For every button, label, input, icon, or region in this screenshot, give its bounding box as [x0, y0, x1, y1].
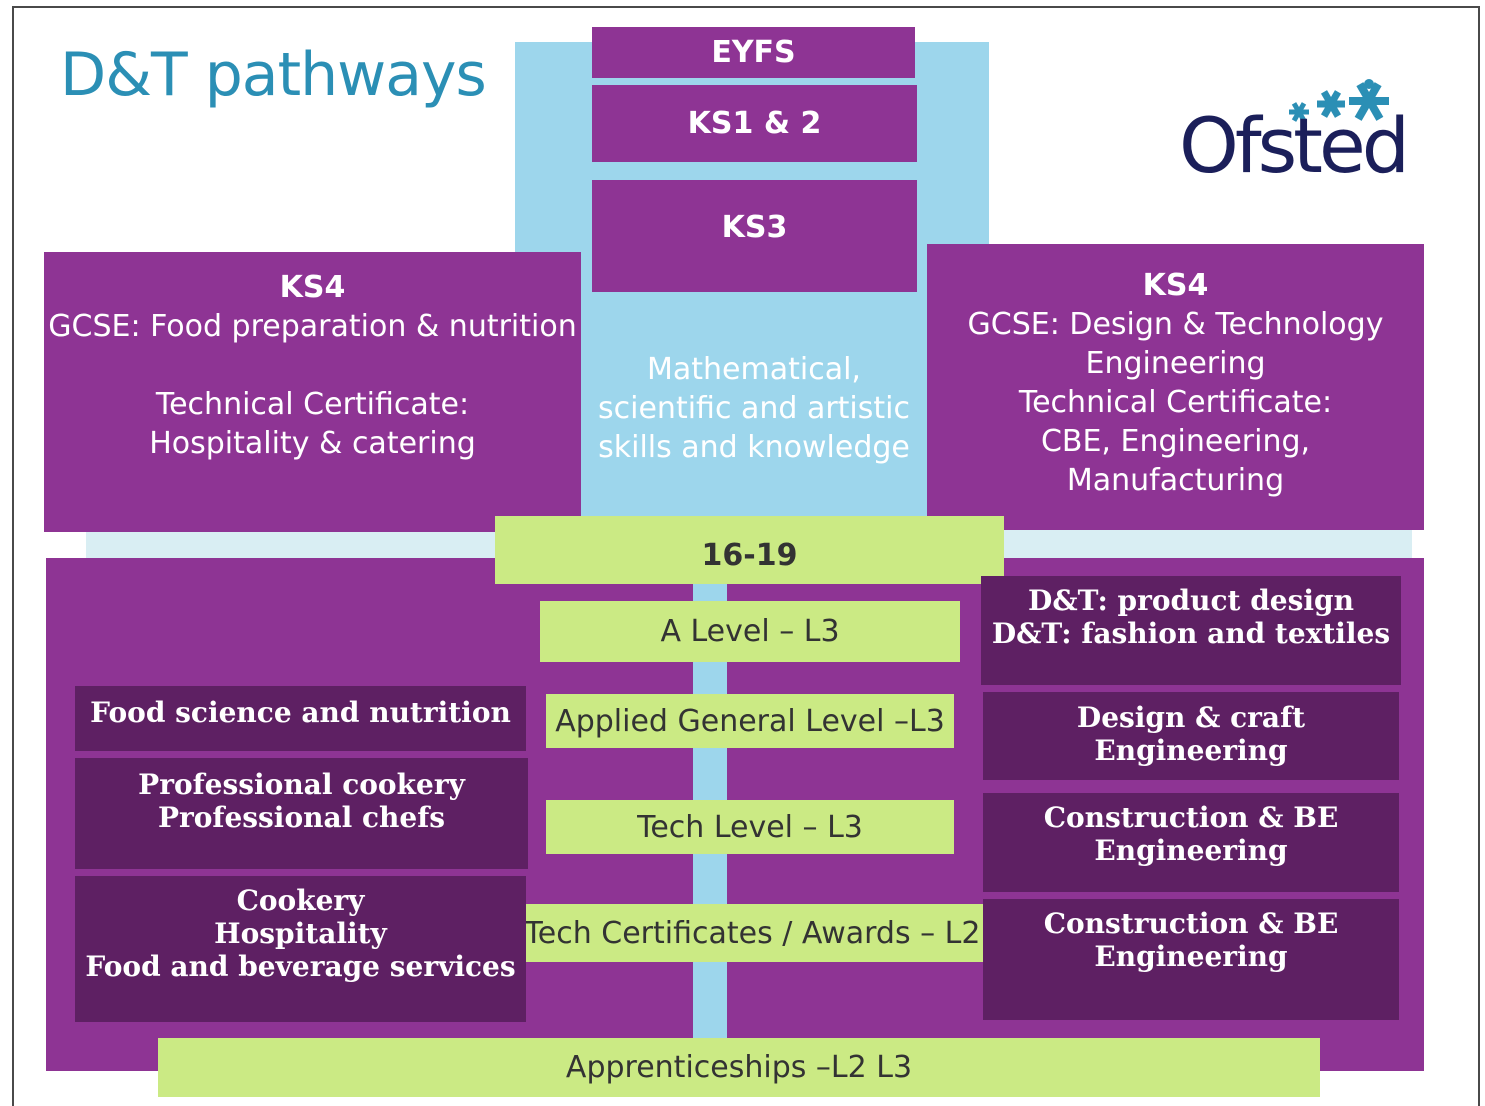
course-construction-2-line-2: Engineering [1094, 940, 1288, 973]
skills-line-1: Mathematical, [647, 352, 861, 387]
ks4-left-tech-cert: Technical Certificate: [155, 387, 470, 422]
course-dt-line-1: D&T: product design [1028, 584, 1354, 617]
course-dt-line-2: D&T: fashion and textiles [991, 617, 1391, 650]
course-professional-line-2: Professional chefs [157, 801, 446, 834]
course-professional-line-1: Professional cookery [138, 768, 465, 801]
stage-ks3: KS3 [592, 180, 917, 292]
course-construction-2: Construction & BE Engineering [983, 899, 1399, 1020]
ks4-right-heading: KS4 [1142, 268, 1209, 303]
level-a-level: A Level – L3 [540, 601, 960, 662]
ks4-right-manufacturing: Manufacturing [1066, 463, 1285, 498]
level-tech-level: Tech Level – L3 [546, 800, 954, 854]
ks4-right-tech-cert: Technical Certificate: [1018, 385, 1333, 420]
course-cookery-line-1: Cookery [236, 884, 365, 917]
course-design-craft-line-2: Engineering [1094, 734, 1288, 767]
course-cookery-line-3: Food and beverage services [85, 950, 516, 983]
three-stars-icon [1289, 79, 1389, 122]
ks4-right-panel: KS4 GCSE: Design & Technology Engineerin… [927, 244, 1424, 530]
ofsted-logo: Ofsted [1175, 78, 1415, 198]
ks4-left-hospitality: Hospitality & catering [149, 426, 476, 461]
ks4-left-heading: KS4 [279, 270, 346, 305]
course-food-science: Food science and nutrition [75, 686, 526, 751]
skills-line-2: scientific and artistic [598, 391, 910, 426]
ofsted-wordmark: Ofsted [1179, 101, 1410, 190]
course-design-craft: Design & craft Engineering [983, 692, 1399, 780]
stage-eyfs: EYFS [592, 27, 915, 78]
level-applied-general: Applied General Level –L3 [546, 694, 954, 748]
level-tech-certificates: Tech Certificates / Awards – L2 [503, 904, 1002, 962]
course-professional-cookery: Professional cookery Professional chefs [75, 758, 528, 869]
course-construction-1-line-2: Engineering [1094, 834, 1288, 867]
stage-16-19: 16-19 [495, 516, 1004, 584]
slide-title: D&T pathways [60, 40, 487, 110]
course-construction-1: Construction & BE Engineering [983, 793, 1399, 892]
ks4-left-gcse: GCSE: Food preparation & nutrition [48, 309, 577, 344]
course-cookery-line-2: Hospitality [214, 917, 387, 950]
ks4-left-panel: KS4 GCSE: Food preparation & nutrition T… [44, 252, 581, 532]
stage-ks1-2: KS1 & 2 [592, 85, 917, 162]
skills-text: Mathematical, scientific and artistic sk… [581, 350, 927, 467]
course-construction-2-line-1: Construction & BE [1043, 907, 1339, 940]
course-food-science-line-1: Food science and nutrition [90, 696, 511, 729]
skills-line-3: skills and knowledge [598, 430, 910, 465]
ks4-right-cbe: CBE, Engineering, [1040, 424, 1311, 459]
ks4-right-gcse: GCSE: Design & Technology [967, 307, 1384, 342]
level-apprenticeships: Apprenticeships –L2 L3 [158, 1038, 1320, 1097]
slide-frame [12, 6, 1480, 1106]
course-cookery: Cookery Hospitality Food and beverage se… [75, 876, 526, 1022]
course-dt: D&T: product design D&T: fashion and tex… [981, 576, 1401, 685]
course-design-craft-line-1: Design & craft [1076, 701, 1306, 734]
course-construction-1-line-1: Construction & BE [1043, 801, 1339, 834]
middle-blue-column [581, 262, 927, 522]
ks4-right-engineering: Engineering [1085, 346, 1266, 381]
